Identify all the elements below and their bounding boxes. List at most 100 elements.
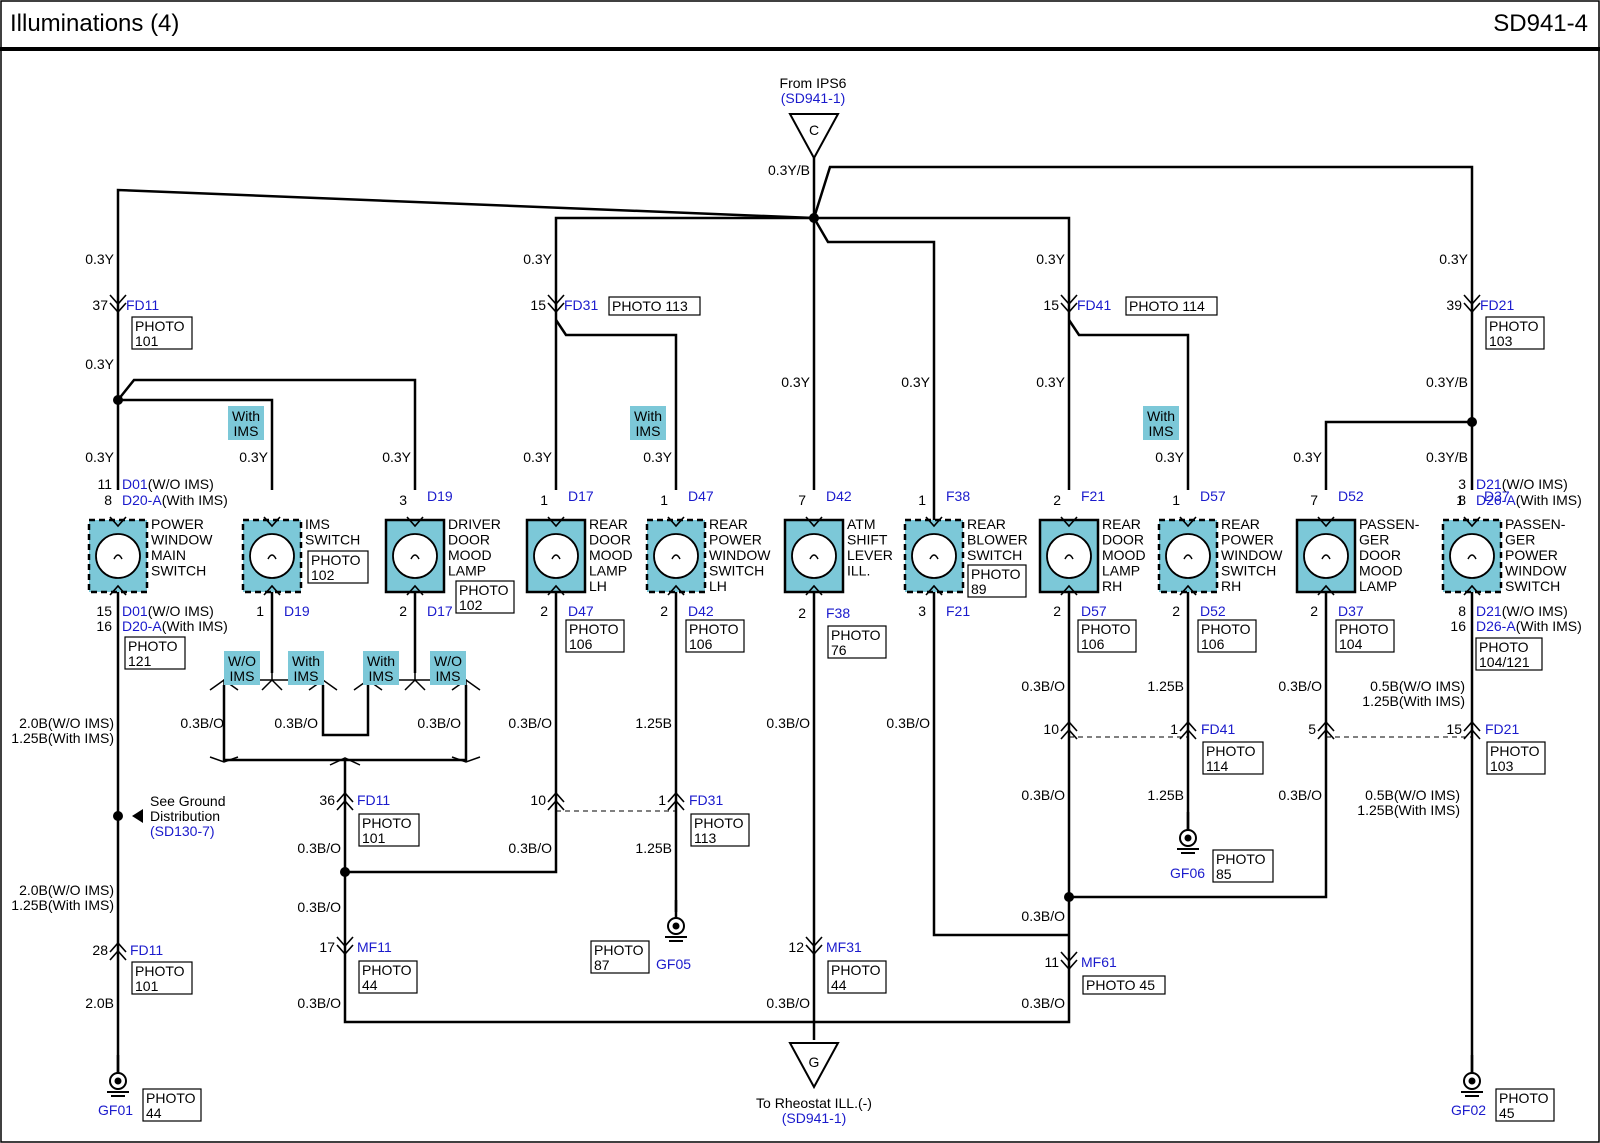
lamp-filament-icon	[1064, 554, 1074, 560]
wire-label: 0.3B/O	[180, 715, 224, 731]
wire-label: 0.3Y	[523, 449, 552, 465]
photo-ref-box	[131, 961, 193, 995]
connector-pin-down	[1179, 516, 1197, 528]
connector-pin-number: 2	[1053, 603, 1061, 619]
component-c9-lamp-icon	[1165, 533, 1211, 579]
photo-ref-text: 106	[1201, 636, 1225, 652]
ground-connector-triangle	[788, 1042, 840, 1090]
lamp-filament-icon	[809, 554, 819, 560]
connector-pin-number: 36	[319, 792, 335, 808]
source-connector-triangle	[788, 113, 840, 161]
component-c4-label: DOOR	[589, 532, 631, 548]
photo-ref-text: PHOTO	[831, 962, 881, 978]
wire-label: 0.3B/O	[1278, 678, 1322, 694]
option-tag-text: IMS	[1149, 423, 1174, 439]
from-ref: (SD941-1)	[781, 90, 846, 106]
component-c8-label: MOOD	[1102, 547, 1146, 563]
wire-label: 0.3Y/B	[1426, 374, 1468, 390]
photo-ref-text: 103	[1489, 333, 1513, 349]
connector-ref: D26-A(With IMS)	[1476, 618, 1582, 634]
connector-ref: D17	[568, 488, 594, 504]
photo-ref-text: PHOTO	[971, 566, 1021, 582]
lamp-filament-icon	[929, 554, 939, 560]
photo-ref-text: 44	[146, 1105, 162, 1121]
connector-pin-number: 28	[92, 942, 108, 958]
connector-pin-down	[1317, 516, 1335, 528]
wire-label: 0.3Y	[901, 374, 930, 390]
component-c9-label: RH	[1221, 578, 1241, 594]
to-ref: (SD941-1)	[782, 1110, 847, 1126]
ground-ref: GF01	[98, 1102, 133, 1118]
wire-label: 0.5B(W/O IMS)	[1370, 678, 1465, 694]
connector-pin-up	[547, 791, 565, 803]
connector-pin-down	[109, 302, 127, 314]
connector-ref: D42	[826, 488, 852, 504]
connector-pin-number: 1	[918, 492, 926, 508]
connector-pin-number: 12	[788, 939, 804, 955]
photo-ref-text: PHOTO	[311, 552, 361, 568]
photo-ref-text: PHOTO	[135, 318, 185, 334]
junction-dot	[809, 213, 819, 223]
connector-pin-number: 3	[399, 492, 407, 508]
connector-ref: D52	[1338, 488, 1364, 504]
component-c10-label: LAMP	[1359, 578, 1397, 594]
photo-ref-box	[608, 296, 701, 316]
connector-pin-up	[1179, 720, 1197, 732]
connector-pin-number: 2	[399, 603, 407, 619]
connector-pin-number: 5	[1308, 721, 1316, 737]
ground-icon-core	[114, 1077, 122, 1085]
connector-pin-number: 8	[104, 492, 112, 508]
connector-pin-number: 1	[658, 792, 666, 808]
wire	[814, 216, 1071, 305]
connector-pin-up	[1463, 728, 1481, 740]
connector-ref: D20-A(With IMS)	[122, 618, 228, 634]
photo-ref-text: 106	[1081, 636, 1105, 652]
option-tag-text: With	[634, 408, 662, 424]
wire-label: 0.3B/O	[297, 899, 341, 915]
component-c7-label: REAR	[967, 516, 1006, 532]
wire-label: 1.25B(With IMS)	[1357, 802, 1460, 818]
wire	[1069, 592, 1328, 899]
wire-label: 0.3B/O	[766, 715, 810, 731]
component-c10-label: GER	[1359, 532, 1389, 548]
component-c11-label: GER	[1505, 532, 1535, 548]
component-c9-label: WINDOW	[1221, 547, 1283, 563]
photo-ref-text: PHOTO	[135, 963, 185, 979]
ground-ref: GF02	[1451, 1102, 1486, 1118]
photo-ref-box	[124, 636, 186, 670]
component-c6-lamp-icon	[791, 533, 837, 579]
component-c8-label: DOOR	[1102, 532, 1144, 548]
wire-label: 0.3B/O	[417, 715, 461, 731]
photo-ref-box	[131, 316, 193, 350]
photo-ref-text: PHOTO	[459, 582, 509, 598]
connector-pin-number: 15	[530, 297, 546, 313]
connector-ref: FD31	[689, 792, 723, 808]
connector-pin-number: 2	[1053, 492, 1061, 508]
component-c10-label: PASSEN-	[1359, 516, 1420, 532]
connector-pin-down	[547, 294, 565, 306]
connector-pin-up	[1463, 584, 1481, 596]
connector-ref: FD11	[357, 792, 390, 808]
wire-label: 0.3Y	[85, 449, 114, 465]
photo-ref-box	[967, 564, 1027, 598]
component-c8-label: REAR	[1102, 516, 1141, 532]
photo-ref-text: 44	[362, 977, 378, 993]
connector-ref: FD21	[1485, 721, 1519, 737]
connector-pin-number: 11	[97, 476, 112, 492]
photo-ref-box	[1335, 619, 1395, 653]
connector-pin-number: 10	[530, 792, 546, 808]
photo-ref-box	[1202, 741, 1264, 775]
wire-label: 0.3B/O	[508, 715, 552, 731]
photo-ref-text: PHOTO 113	[612, 298, 688, 314]
photo-ref-text: PHOTO	[362, 815, 412, 831]
component-c9-label: REAR	[1221, 516, 1260, 532]
connector-pin-up	[1060, 584, 1078, 596]
wire	[118, 398, 274, 490]
wire-label: 0.3B/O	[1021, 995, 1065, 1011]
wire-label: 0.3Y	[239, 449, 268, 465]
ground-icon-core	[1468, 1077, 1476, 1085]
connector-pin-up	[406, 584, 424, 596]
connector-ref: D01(W/O IMS)	[122, 603, 214, 619]
photo-ref-text: 101	[362, 830, 386, 846]
photo-ref-box	[827, 625, 887, 659]
